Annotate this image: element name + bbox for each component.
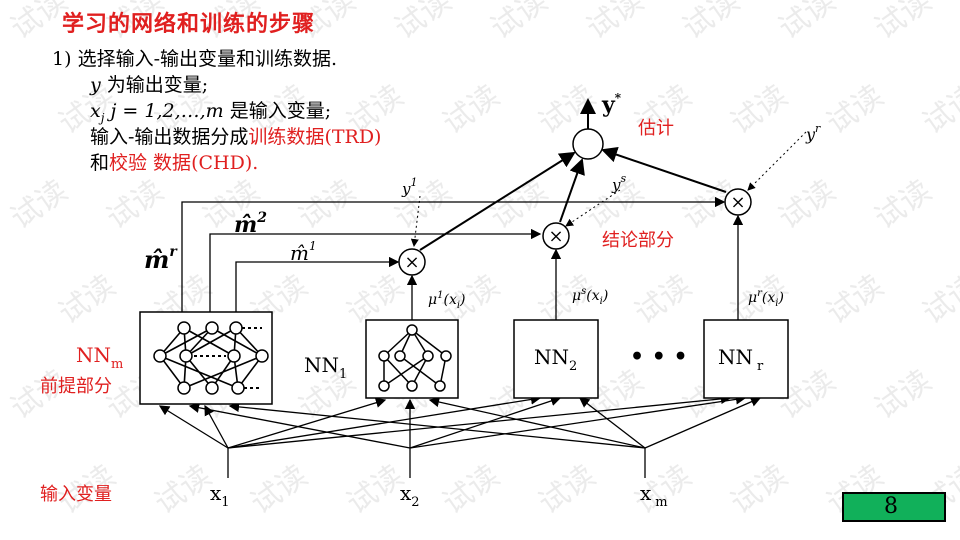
nn-m-label: NNm xyxy=(76,343,123,372)
nn-r-box xyxy=(703,319,789,399)
chd-line: 和校验 数据(CHD). xyxy=(90,148,258,175)
times-r: × xyxy=(730,192,745,213)
mu-s-label: μs(xi) xyxy=(572,286,608,307)
step-line: 1) 选择输入-输出变量和训练数据. xyxy=(52,44,337,71)
m-hat-r-label: m̂r xyxy=(144,244,178,274)
mu-lines xyxy=(406,214,744,320)
product-node-1 xyxy=(398,248,426,276)
nn-m-nodes xyxy=(153,321,269,395)
mu-r-label: μr(xi) xyxy=(748,288,784,309)
chd-abbrev: (CHD). xyxy=(191,152,259,174)
y-star-label: y* xyxy=(601,91,622,118)
mu-1-label: μ1(xi) xyxy=(428,290,466,311)
m-hat-1-label: m̂1 xyxy=(290,239,317,265)
nn-1-label: NN1 xyxy=(304,353,347,382)
inputs-label: 输入变量 xyxy=(40,484,112,505)
split-prefix: 输入-输出数据分成 xyxy=(90,126,249,148)
y-variable: y xyxy=(90,74,101,96)
x-line: xj j = 1,2,…,m 是输入变量; xyxy=(90,96,331,125)
m-hat-lines xyxy=(181,196,726,312)
x2-label: x2 xyxy=(400,481,420,510)
input-connections xyxy=(158,393,762,478)
nn-2-label: NN2 xyxy=(534,345,577,374)
and-text: 和 xyxy=(90,152,110,174)
x1-label: x1 xyxy=(210,481,230,510)
conclusion-label: 结论部分 xyxy=(602,230,674,251)
split-line: 输入-输出数据分成训练数据(TRD) xyxy=(90,122,381,149)
x-subscript: j xyxy=(100,110,105,125)
y-1-label: y1 xyxy=(401,176,417,198)
nn-2-box xyxy=(513,319,599,399)
y-r-label: yr xyxy=(805,122,821,144)
step-number: 1) xyxy=(52,48,72,70)
nn-m-dotted xyxy=(194,327,262,389)
dotted-pointers xyxy=(410,131,807,247)
nn-1-nodes xyxy=(378,324,452,392)
y-description: 为输出变量; xyxy=(106,74,209,96)
y-line: y 为输出变量; xyxy=(90,70,208,97)
times-s: × xyxy=(548,226,563,247)
page-number: 8 xyxy=(884,494,898,519)
x-description: 是输入变量; xyxy=(229,100,332,122)
y-s-label: ys xyxy=(611,172,626,194)
x-variable: x xyxy=(90,100,101,122)
m-hat-2-label: m̂2 xyxy=(234,210,267,238)
x-range: j = 1,2,…,m xyxy=(110,100,224,122)
sum-node xyxy=(572,128,604,160)
premise-label: 前提部分 xyxy=(40,376,112,397)
times-1: × xyxy=(404,252,419,273)
slide-title: 学习的网络和训练的步骤 xyxy=(62,12,316,37)
sum-lines xyxy=(419,98,727,251)
trd-label: 训练数据 xyxy=(248,126,325,148)
ellipsis-label: • • • xyxy=(630,344,688,370)
estimate-label: 估计 xyxy=(638,118,674,139)
page-number-badge: 8 xyxy=(842,492,946,522)
product-node-r xyxy=(724,188,752,216)
product-node-s xyxy=(542,222,570,250)
trd-abbrev: (TRD) xyxy=(324,126,382,148)
chd-label: 校验 数据 xyxy=(109,152,192,174)
step-text: 选择输入-输出变量和训练数据. xyxy=(77,48,338,70)
product-nodes xyxy=(398,128,752,276)
